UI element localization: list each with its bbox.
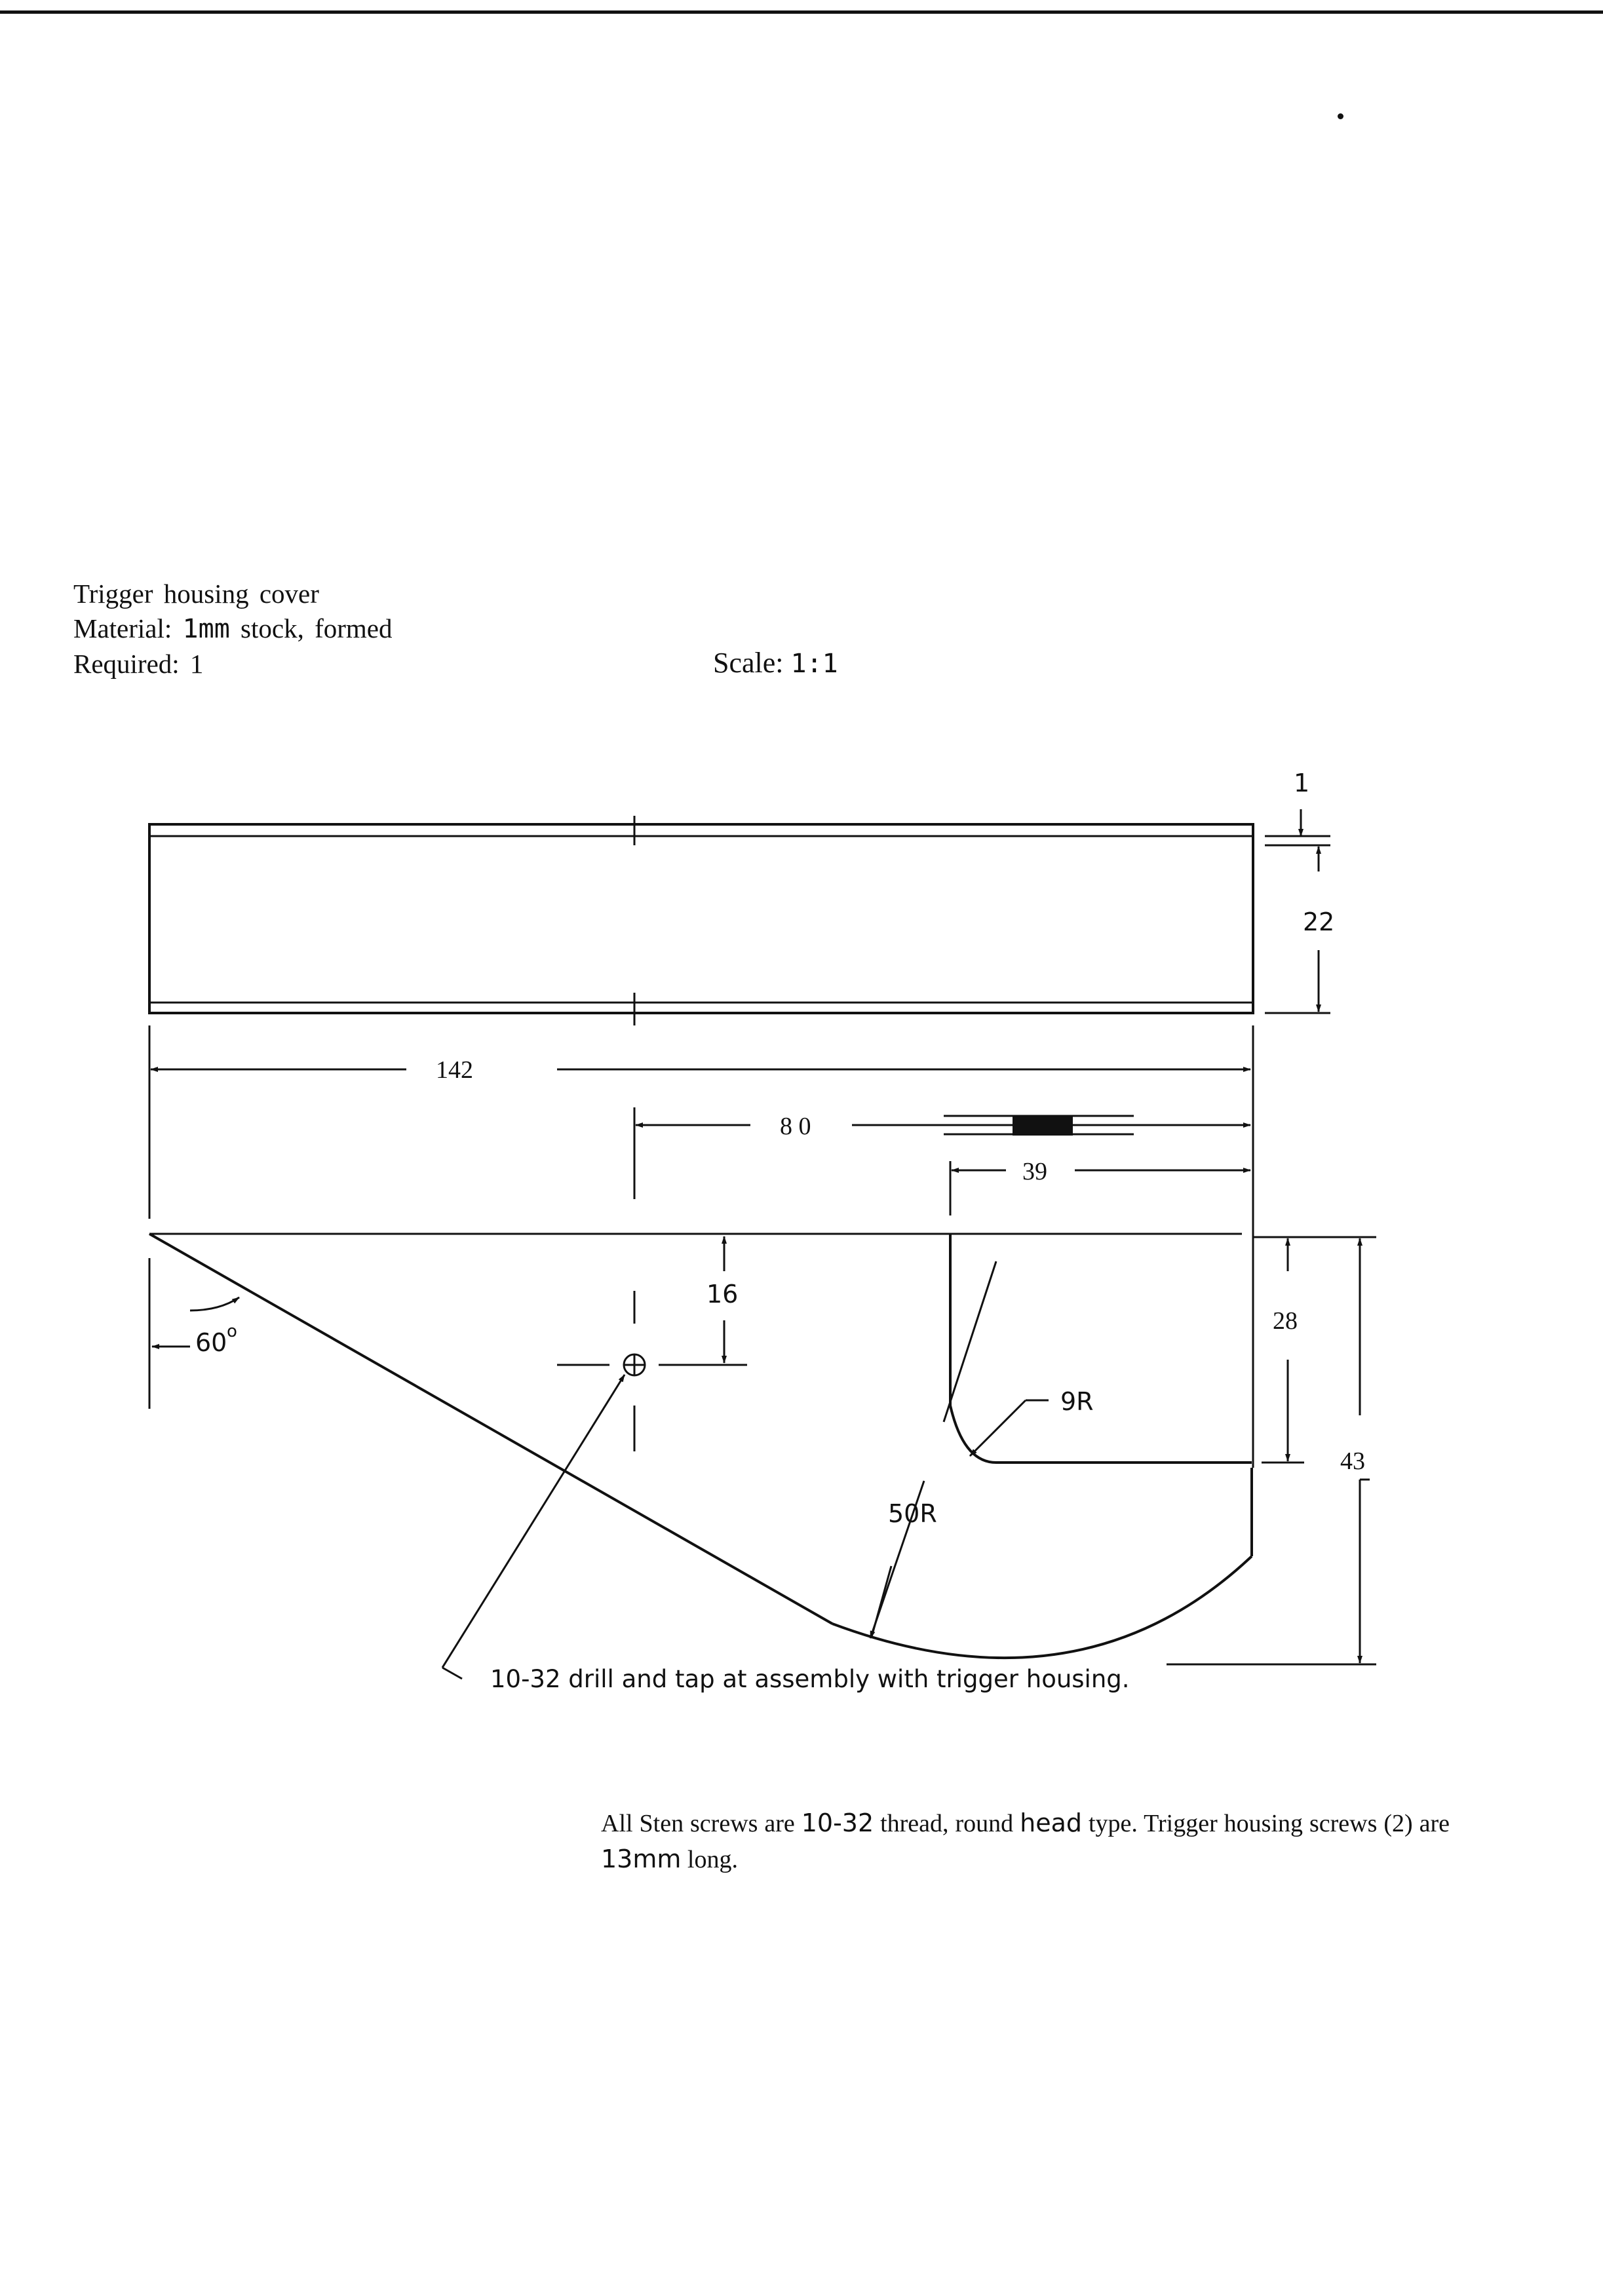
- thickness-dimension: [1265, 809, 1330, 1014]
- material-thickness: 1mm: [182, 614, 230, 644]
- hole-leader: [441, 1374, 626, 1668]
- outer-radius-label: 50R: [888, 1499, 937, 1528]
- note-length: 13mm: [601, 1845, 682, 1873]
- tap-hole: [441, 1236, 747, 1680]
- inner-radius-label: 9R: [1060, 1387, 1094, 1416]
- note-part2: thread, round: [880, 1810, 1014, 1837]
- material-label: Material:: [73, 613, 172, 643]
- required-qty: Required: 1: [73, 649, 204, 679]
- screw-note: All Sten screws are 10-32 thread, round …: [601, 1805, 1450, 1877]
- slot-length-label: 39: [1022, 1158, 1047, 1185]
- material-line: Material: 1mm stock, formed: [73, 611, 392, 647]
- total-depth-label: 43: [1340, 1447, 1365, 1475]
- center-offset-label: 8 0: [780, 1113, 811, 1140]
- scale-value: 1:1: [790, 649, 838, 679]
- side-profile: [149, 1233, 1304, 1660]
- angle-label: 60: [195, 1328, 227, 1357]
- thickness-label: 1: [1294, 769, 1309, 797]
- radius-callouts: [869, 1261, 1049, 1639]
- profile-outer-arc: [832, 1555, 1253, 1660]
- scan-dot: [1338, 113, 1343, 119]
- note-part1: All Sten screws are: [601, 1810, 795, 1837]
- overall-length-label: 142: [436, 1056, 473, 1084]
- hole-depth-label: 16: [706, 1280, 738, 1309]
- strip-outline: [148, 823, 1254, 1014]
- note-head: head: [1020, 1808, 1082, 1837]
- note-thread: 10-32: [801, 1808, 874, 1837]
- profile-slant-edge: [149, 1233, 833, 1625]
- scale-label: Scale: 1:1: [713, 646, 838, 679]
- hole-callout-text: 10-32 drill and tap at assembly with tri…: [490, 1665, 1130, 1693]
- slot-depth-label: 28: [1273, 1307, 1298, 1335]
- material-desc: stock, formed: [241, 613, 393, 643]
- scale-caption: Scale:: [713, 647, 784, 679]
- height-label: 22: [1303, 908, 1334, 936]
- scan-blemish: [1013, 1116, 1073, 1136]
- angle-dimension: [148, 1258, 240, 1409]
- top-view: [148, 816, 1254, 1025]
- note-part3: type. Trigger housing screws (2) are: [1088, 1810, 1450, 1837]
- angle-degree-symbol: o: [227, 1322, 237, 1341]
- slot-corner-radius: [949, 1405, 997, 1464]
- title-block: Trigger housing cover Material: 1mm stoc…: [73, 577, 392, 681]
- top-border-rule: [0, 10, 1603, 14]
- depth-dimensions: [1167, 1236, 1376, 1666]
- note-part4: long.: [687, 1846, 738, 1873]
- part-name: Trigger housing cover: [73, 579, 319, 609]
